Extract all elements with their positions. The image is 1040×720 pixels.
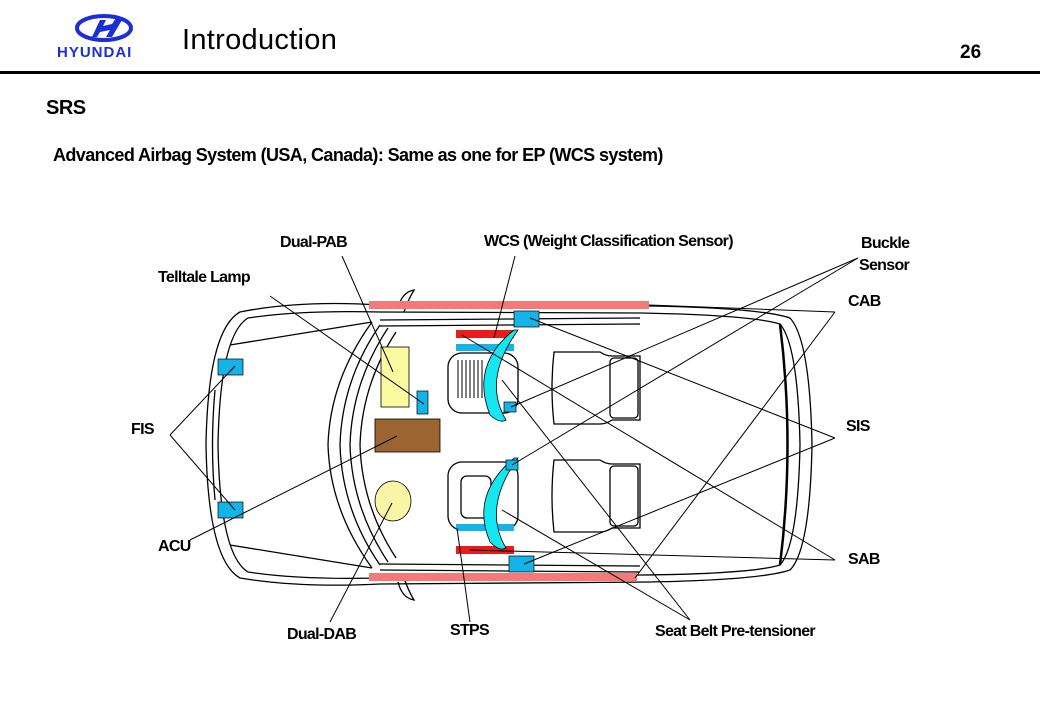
label-buckle-sensor-1: Buckle: [861, 235, 910, 252]
wcs-bar-top: [456, 344, 514, 351]
driver-airbag: [374, 480, 412, 522]
pretensioner-top: [456, 330, 514, 338]
label-stps: STPS: [450, 622, 490, 639]
label-sab: SAB: [848, 551, 880, 568]
front-impact-sensor-top: [217, 358, 244, 376]
airbag-control-unit: [374, 418, 441, 453]
label-wcs: WCS (Weight Classification Sensor): [484, 233, 734, 250]
side-airbag-top: [483, 329, 519, 422]
side-airbag-bottom: [483, 457, 519, 550]
label-cab: CAB: [848, 293, 881, 310]
header-divider: [0, 71, 1040, 74]
hyundai-logo: [75, 14, 133, 42]
label-buckle-sensor-2: Sensor: [859, 257, 910, 274]
curtain-airbag-bottom: [369, 573, 637, 581]
page-title: Introduction: [182, 24, 338, 56]
logo-wordmark: HYUNDAI: [57, 44, 133, 61]
leader-lines: [169, 255, 859, 623]
front-impact-sensor-bottom: [217, 501, 244, 519]
side-impact-sensor-bottom: [508, 555, 535, 573]
label-seat-belt-pretensioner: Seat Belt Pre-tensioner: [655, 623, 816, 640]
label-acu: ACU: [158, 538, 191, 555]
label-dual-pab: Dual-PAB: [280, 234, 348, 251]
section-subtitle: Advanced Airbag System (USA, Canada): Sa…: [53, 145, 663, 165]
curtain-airbag-top: [369, 301, 649, 309]
side-impact-sensor-top: [513, 310, 540, 328]
label-sis: SIS: [846, 418, 870, 435]
buckle-sensor-top: [503, 401, 517, 413]
page-number: 26: [960, 42, 982, 63]
section-heading: SRS: [46, 97, 86, 119]
label-telltale-lamp: Telltale Lamp: [158, 269, 251, 286]
label-dual-dab: Dual-DAB: [287, 626, 357, 643]
label-fis: FIS: [131, 421, 154, 438]
